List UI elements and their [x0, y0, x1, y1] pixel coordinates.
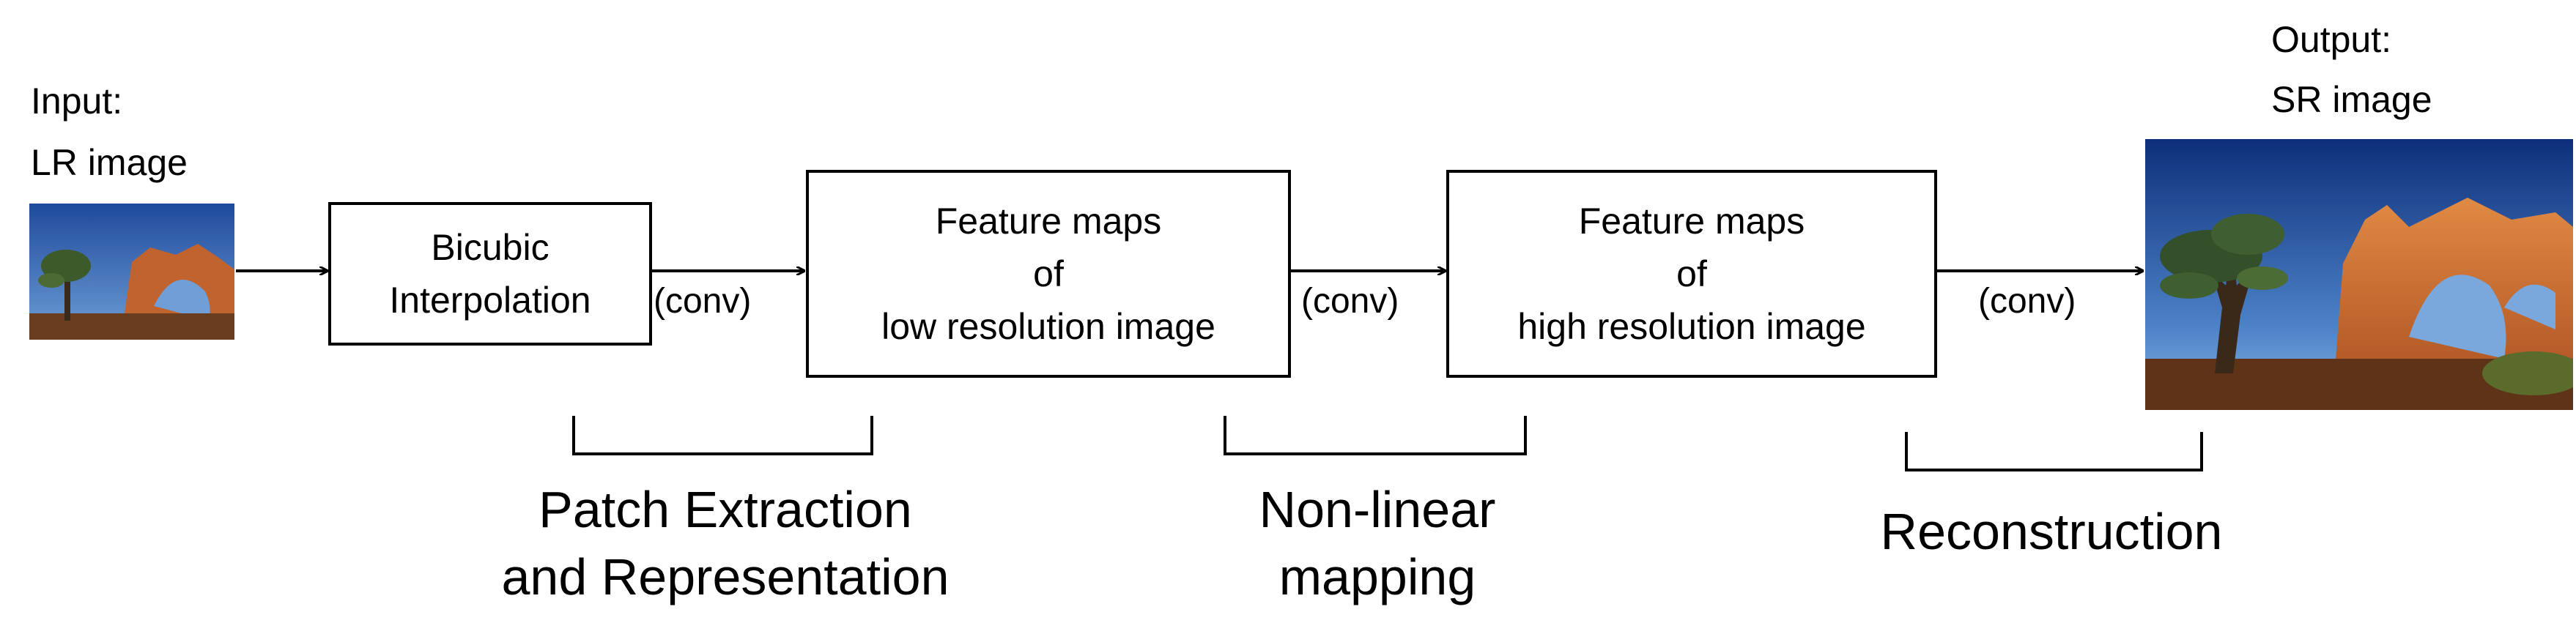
- conv-label-3: (conv): [1978, 282, 2076, 321]
- input-label-line2: LR image: [31, 142, 188, 183]
- low-res-line3: low resolution image: [881, 306, 1215, 347]
- input-label-line1: Input:: [31, 81, 123, 122]
- output-sr-image: [2145, 139, 2573, 410]
- conv-label-2: (conv): [1301, 282, 1399, 321]
- landscape-photo-large: [2145, 139, 2573, 410]
- bicubic-line1: Bicubic: [431, 227, 549, 268]
- output-label-line2: SR image: [2271, 79, 2432, 120]
- stage-non-linear-mapping: Non-linear mapping: [1172, 476, 1583, 611]
- bracket-patch-extraction: [572, 416, 873, 455]
- input-lr-image: [29, 204, 234, 340]
- low-res-line2: of: [1033, 253, 1064, 294]
- high-res-line3: high resolution image: [1517, 306, 1866, 347]
- high-res-line1: Feature maps: [1578, 201, 1805, 242]
- stage-reconstruction-line1: Reconstruction: [1880, 503, 2223, 560]
- bicubic-interpolation-box: Bicubic Interpolation: [328, 202, 652, 346]
- stage-nonlinear-line2: mapping: [1278, 548, 1476, 605]
- bracket-reconstruction: [1905, 432, 2203, 471]
- conv-label-1: (conv): [654, 282, 752, 321]
- stage-patch-extraction: Patch Extraction and Representation: [469, 476, 982, 611]
- bracket-non-linear-mapping: [1224, 416, 1527, 455]
- stage-patch-line2: and Representation: [501, 548, 950, 605]
- landscape-thumbnail-small: [29, 204, 234, 340]
- stage-patch-line1: Patch Extraction: [538, 481, 912, 538]
- stage-nonlinear-line1: Non-linear: [1259, 481, 1496, 538]
- stage-reconstruction: Reconstruction: [1817, 498, 2286, 565]
- low-res-line1: Feature maps: [935, 201, 1162, 242]
- high-res-feature-maps-box: Feature maps of high resolution image: [1446, 170, 1937, 378]
- bicubic-line2: Interpolation: [389, 280, 591, 321]
- low-res-feature-maps-box: Feature maps of low resolution image: [806, 170, 1291, 378]
- high-res-line2: of: [1676, 253, 1707, 294]
- output-label-line1: Output:: [2271, 19, 2391, 60]
